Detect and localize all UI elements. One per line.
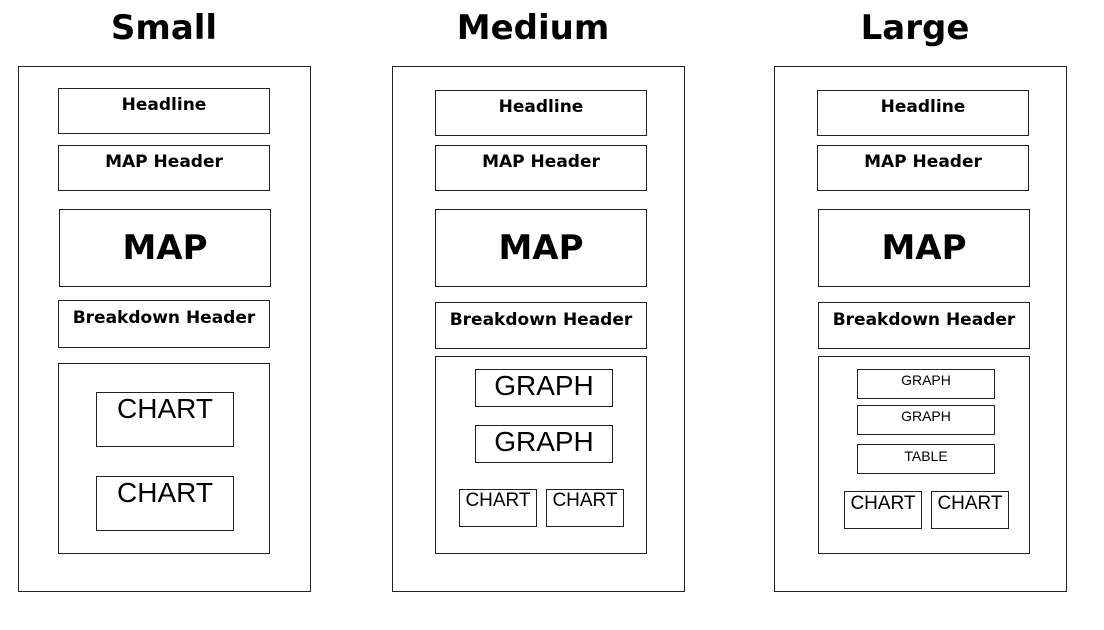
medium-chart-2-label: CHART: [552, 490, 618, 511]
large-table: TABLE: [857, 444, 995, 474]
medium-map-header-label: MAP Header: [482, 152, 600, 172]
large-chart-1-label: CHART: [850, 493, 916, 514]
large-chart-1: CHART: [844, 491, 922, 529]
medium-headline-box: Headline: [435, 90, 647, 136]
small-map-header-box: MAP Header: [58, 145, 270, 191]
medium-map-box: MAP: [435, 209, 647, 287]
medium-breakdown-panel: [435, 356, 647, 554]
large-headline-box: Headline: [817, 90, 1029, 136]
small-breakdown-header-box: Breakdown Header: [58, 300, 270, 348]
medium-graph-2: GRAPH: [475, 425, 613, 463]
small-frame: [18, 66, 311, 592]
small-map-header-label: MAP Header: [105, 152, 223, 172]
medium-graph-1-label: GRAPH: [494, 370, 594, 401]
large-chart-2: CHART: [931, 491, 1009, 529]
small-chart-1: CHART: [96, 392, 234, 447]
medium-frame: [392, 66, 685, 592]
small-chart-2: CHART: [96, 476, 234, 531]
large-chart-2-label: CHART: [937, 493, 1003, 514]
medium-headline-label: Headline: [498, 97, 584, 117]
medium-graph-2-label: GRAPH: [494, 426, 594, 457]
large-breakdown-header-box: Breakdown Header: [818, 302, 1030, 349]
medium-chart-1-label: CHART: [465, 490, 531, 511]
medium-chart-2: CHART: [546, 489, 624, 527]
large-breakdown-header-label: Breakdown Header: [832, 310, 1016, 330]
small-chart-1-label: CHART: [117, 393, 213, 424]
medium-map-header-box: MAP Header: [435, 145, 647, 191]
large-map-header-label: MAP Header: [864, 152, 982, 172]
large-title: Large: [860, 8, 970, 48]
large-map-label: MAP: [881, 228, 967, 268]
small-chart-2-label: CHART: [117, 477, 213, 508]
medium-breakdown-header-label: Breakdown Header: [449, 310, 633, 330]
small-title: Small: [110, 8, 218, 48]
large-graph-1: GRAPH: [857, 369, 995, 399]
small-headline-label: Headline: [121, 95, 207, 115]
small-headline-box: Headline: [58, 88, 270, 134]
large-graph-2-label: GRAPH: [901, 408, 951, 424]
large-headline-label: Headline: [880, 97, 966, 117]
large-table-label: TABLE: [904, 448, 948, 464]
large-graph-2: GRAPH: [857, 405, 995, 435]
large-graph-1-label: GRAPH: [901, 372, 951, 388]
small-breakdown-panel: [58, 363, 270, 554]
large-breakdown-panel: [818, 356, 1030, 554]
medium-map-label: MAP: [498, 228, 584, 268]
medium-breakdown-header-box: Breakdown Header: [435, 302, 647, 349]
small-map-label: MAP: [122, 228, 208, 268]
large-frame: [774, 66, 1067, 592]
large-map-header-box: MAP Header: [817, 145, 1029, 191]
large-map-box: MAP: [818, 209, 1030, 287]
medium-graph-1: GRAPH: [475, 369, 613, 407]
medium-title: Medium: [456, 8, 610, 48]
small-breakdown-header-label: Breakdown Header: [72, 308, 256, 328]
small-map-box: MAP: [59, 209, 271, 287]
medium-chart-1: CHART: [459, 489, 537, 527]
